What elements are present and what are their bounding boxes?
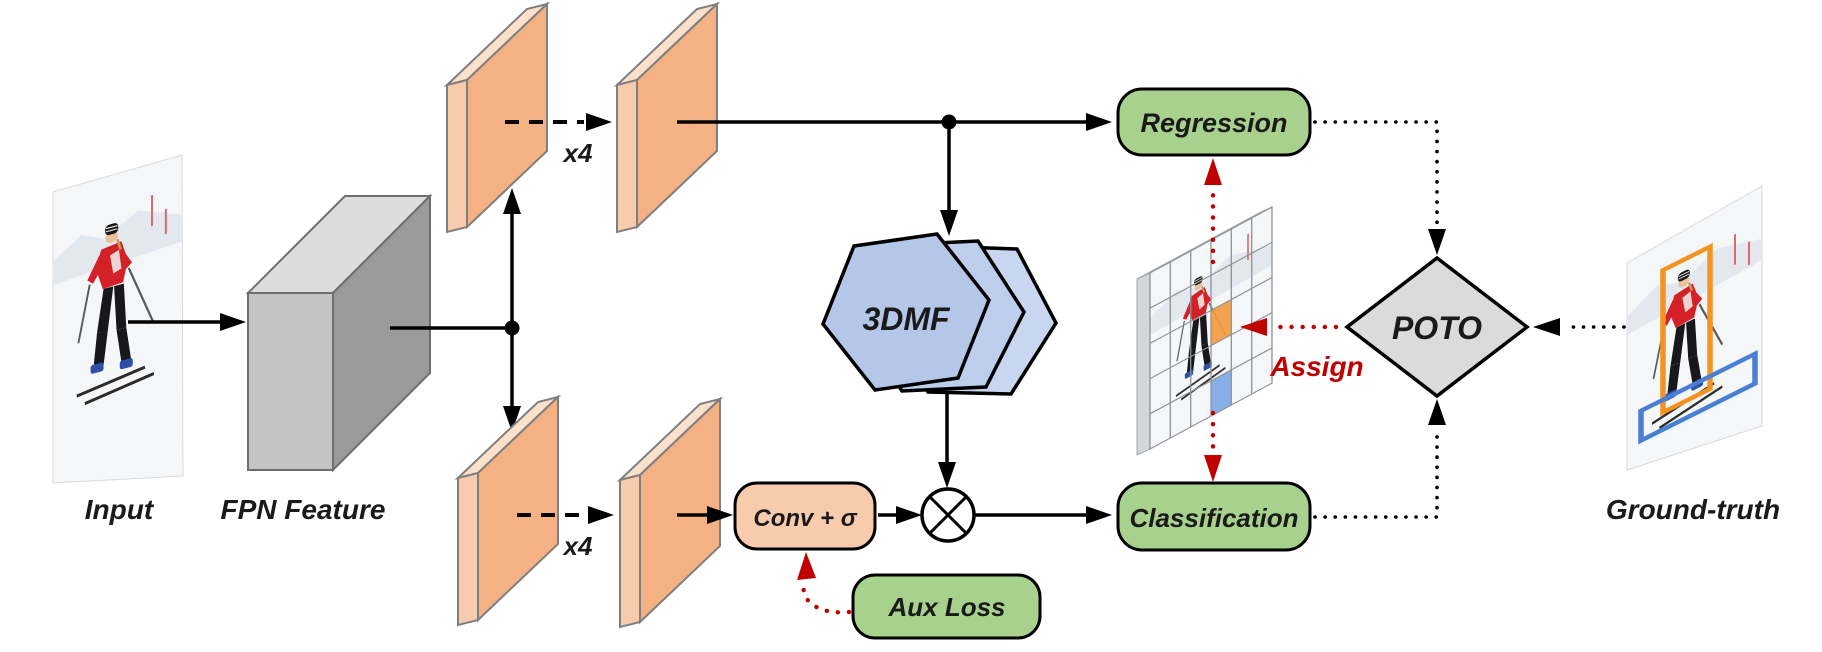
three-dmf-stack: 3DMF	[821, 232, 1059, 396]
tower-to-conv-arrow	[677, 506, 733, 524]
assigned-cell-classification	[1211, 369, 1232, 417]
three-dmf-label: 3DMF	[862, 301, 951, 337]
classification-to-poto-connector	[1313, 399, 1446, 519]
poto-diamond: POTO	[1344, 255, 1530, 399]
x4-top-label: x4	[562, 138, 593, 168]
groundtruth-to-poto-connector	[1533, 318, 1626, 336]
fpn-output-line	[390, 188, 521, 432]
ground-truth-photo	[1626, 185, 1763, 471]
regression-box: Regression	[1116, 87, 1312, 157]
top-x4-dashed-arrow	[505, 113, 612, 131]
assignment-grid-photo	[1136, 206, 1273, 456]
regression-label: Regression	[1140, 108, 1287, 138]
multiply-icon	[920, 487, 976, 543]
conv-to-multiply-arrow	[878, 506, 922, 524]
aux-to-conv-arrow	[797, 552, 852, 615]
conv-sigma-box: Conv + σ	[733, 481, 877, 551]
assigned-cell-regression	[1211, 299, 1232, 346]
gt-person-bbox	[1660, 242, 1713, 417]
tower-to-regression-line	[677, 113, 1112, 236]
bottom-tower-plate-1	[457, 396, 559, 626]
bottom-tower-plate-2	[619, 398, 721, 628]
input-to-fpn-arrow	[128, 313, 246, 331]
regression-to-poto-connector	[1313, 120, 1446, 255]
aux-loss-box: Aux Loss	[851, 573, 1042, 640]
conv-sigma-label: Conv + σ	[753, 505, 857, 532]
top-tower-plate-1	[446, 3, 548, 233]
panel-left-edge	[1136, 272, 1151, 456]
assign-label: Assign	[1269, 351, 1363, 382]
gt-ski-bbox	[1638, 349, 1758, 445]
assign-to-regression-arrow	[1204, 158, 1222, 265]
ground-truth-label: Ground-truth	[1606, 494, 1780, 525]
classification-box: Classification	[1116, 481, 1312, 552]
poto-to-grid-assign-arrow	[1240, 318, 1339, 336]
fpn-feature-label: FPN Feature	[221, 494, 386, 525]
multiply-to-classification-arrow	[975, 506, 1112, 524]
fpn-feature-block	[245, 193, 433, 473]
top-tower-plate-2	[616, 3, 718, 233]
dmf-to-multiply-arrow	[938, 394, 956, 488]
assign-to-classification-arrow	[1204, 410, 1222, 482]
x4-bottom-label: x4	[562, 531, 593, 561]
bottom-x4-dashed-arrow	[517, 506, 614, 524]
poto-label: POTO	[1392, 310, 1482, 346]
aux-loss-label: Aux Loss	[887, 592, 1005, 622]
classification-label: Classification	[1129, 503, 1298, 533]
input-label: Input	[85, 494, 155, 525]
input-photo	[52, 154, 184, 484]
